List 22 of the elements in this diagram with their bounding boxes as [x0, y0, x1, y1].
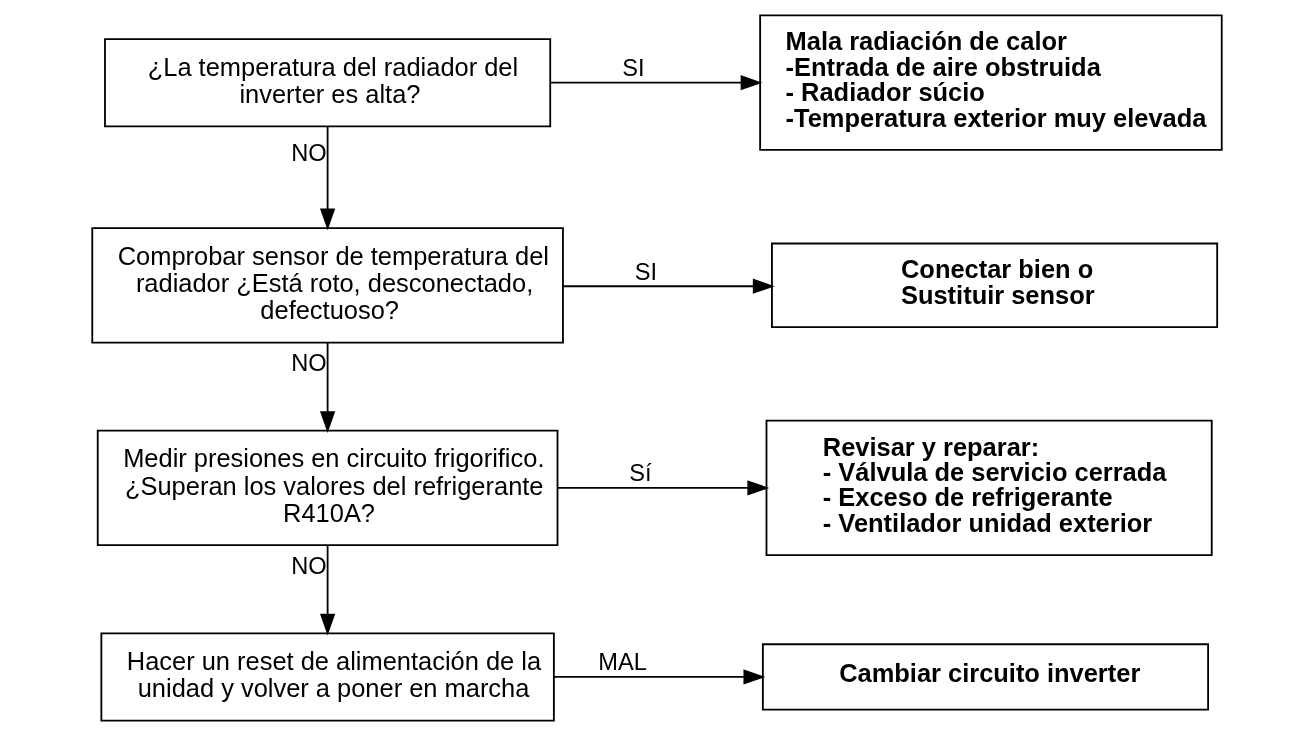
edge-label: SI [634, 258, 658, 285]
edge-label: SI [622, 55, 645, 82]
arrow [319, 125, 336, 231]
arrow [319, 341, 336, 434]
edge-label: NO [291, 552, 327, 579]
arrow [556, 480, 770, 496]
arrow [549, 75, 763, 91]
node-box: Medir presiones en circuito frigorifico. ¿Superan los valores del refrigerante R410A? [96, 429, 559, 547]
node-box: Hacer un reset de alimentación de la unidad y volver a poner en marcha [100, 632, 555, 722]
edge-label: MAL [598, 649, 647, 676]
node-box: Mala radiación de calor -Entrada de aire obstruida - Radiador súcio -Temperatura exterior muy elevada [759, 14, 1223, 151]
node-box: Revisar y reparar: - Válvula de servicio cerrada - Exceso de refrigerante - Ventilador unidad exterior [765, 419, 1213, 557]
node-box: Cambiar circuito inverter [761, 643, 1209, 711]
arrow [319, 544, 336, 636]
node-box: Conectar bien o Sustituir sensor [771, 242, 1219, 329]
node-box: Comprobar sensor de temperatura del radiador ¿Está roto, desconectado, defectuoso? [91, 227, 564, 344]
arrow [562, 278, 775, 294]
node-box: ¿La temperatura del radiador del inverter es alta? [104, 38, 552, 128]
arrow [553, 669, 766, 685]
edge-label: Sí [629, 460, 652, 487]
edge-label: NO [291, 140, 327, 167]
edge-label: NO [291, 349, 327, 376]
